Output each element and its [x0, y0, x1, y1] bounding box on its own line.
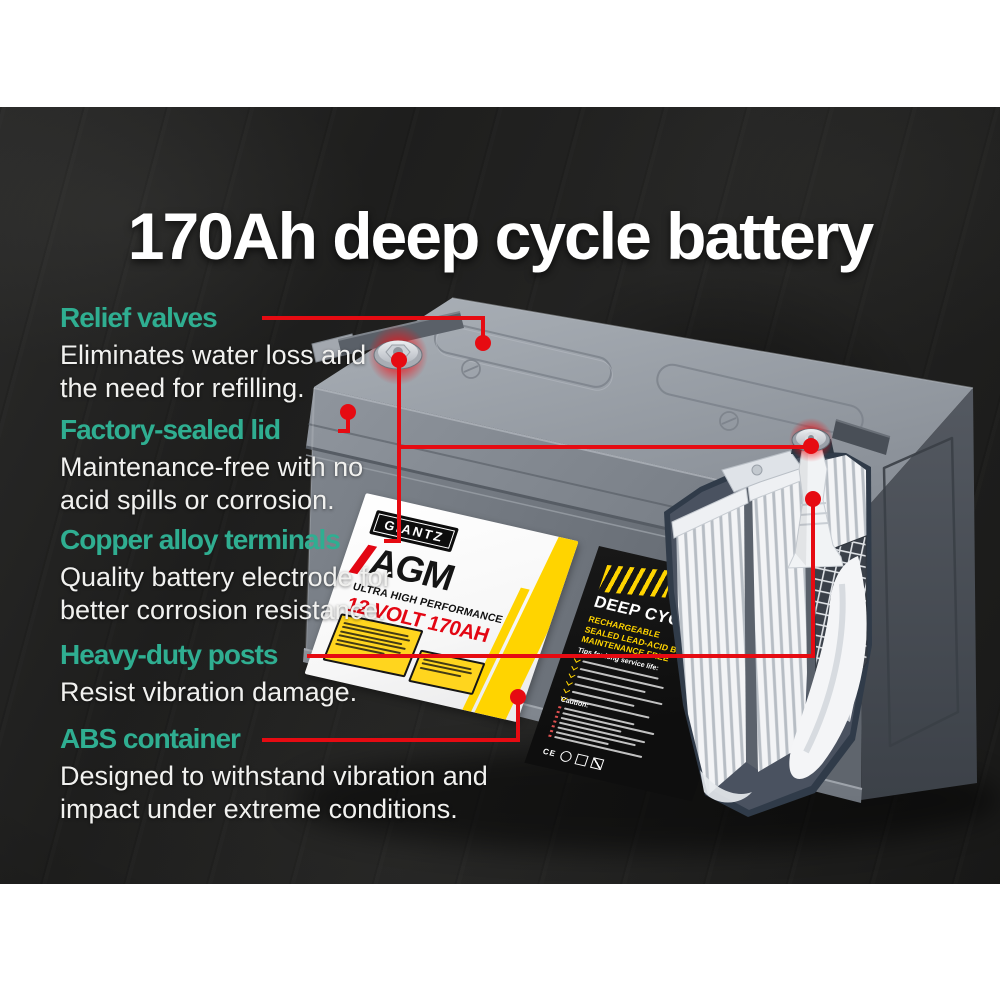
torn-separator-curl: [789, 556, 867, 779]
feature-line: Quality battery electrode for: [60, 562, 392, 592]
callout-dot-relief-valves: [475, 335, 491, 351]
feature-heading: Relief valves: [60, 302, 218, 333]
feature-heading: ABS container: [60, 723, 241, 754]
feature-line: Resist vibration damage.: [60, 677, 358, 707]
plate-stacks: [676, 455, 867, 795]
feature-line: acid spills or corrosion.: [60, 484, 335, 515]
cutaway-section: [664, 439, 872, 817]
feature-line: Designed to withstand vibration and: [60, 761, 488, 791]
feature-heading: Copper alloy terminals: [60, 524, 341, 555]
feature-description: Maintenance-free with no acid spills or …: [60, 451, 363, 516]
feature-description: Eliminates water loss and the need for r…: [60, 339, 366, 404]
callout-dot-copper-terminal-left: [391, 352, 407, 368]
feature-description: Quality battery electrode for better cor…: [60, 561, 392, 626]
feature-heading: Factory-sealed lid: [60, 414, 281, 445]
carry-handle-right: [832, 419, 891, 455]
callout-dot-factory-sealed-lid: [340, 404, 356, 420]
right-face-inset-panel: [882, 436, 960, 748]
lid-emblem-right: [719, 411, 739, 431]
callout-lines: [262, 316, 815, 742]
callout-dot-copper-terminal-right: [803, 438, 819, 454]
callout-dot-abs-container: [510, 689, 526, 705]
lid-emblem-left: [461, 359, 481, 379]
callout-dots: [340, 335, 821, 705]
feature-line: impact under extreme conditions.: [60, 793, 458, 824]
feature-abs-container: ABS container Designed to withstand vibr…: [60, 719, 488, 825]
callout-dot-heavy-duty-posts: [805, 491, 821, 507]
feature-copper-alloy-terminals: Copper alloy terminals Quality battery e…: [60, 520, 392, 626]
callout-line-heavy-duty-posts: [307, 504, 815, 658]
feature-heavy-duty-posts: Heavy-duty posts Resist vibration damage…: [60, 635, 357, 709]
page-title: 170Ah deep cycle battery: [127, 199, 874, 274]
feature-heading: Heavy-duty posts: [60, 639, 278, 670]
feature-relief-valves: Relief valves Eliminates water loss and …: [60, 298, 366, 404]
callout-line-factory-sealed-lid: [338, 417, 350, 433]
plate-straps: [671, 450, 809, 539]
feature-factory-sealed-lid: Factory-sealed lid Maintenance-free with…: [60, 410, 363, 516]
feature-line: Maintenance-free with no: [60, 452, 364, 482]
feature-description: Resist vibration damage.: [60, 676, 357, 709]
callout-line-abs-container: [262, 702, 520, 742]
feature-line: the need for refilling.: [60, 372, 305, 403]
feature-description: Designed to withstand vibration and impa…: [60, 760, 488, 825]
feature-line: Eliminates water loss and: [60, 340, 367, 370]
callout-line-copper-terminals: [384, 364, 401, 543]
feature-line: better corrosion resistance.: [60, 594, 386, 625]
lid-vent-slots: [433, 322, 864, 437]
callout-line-relief-valves: [262, 316, 485, 340]
torn-separator-curl-small: [700, 770, 752, 803]
